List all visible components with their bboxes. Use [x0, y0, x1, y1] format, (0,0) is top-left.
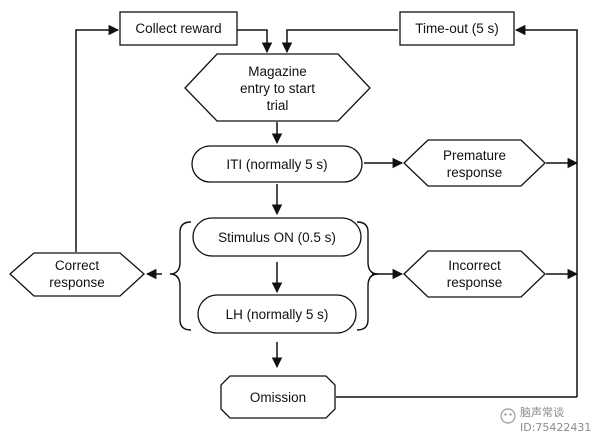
premature-response-line-2: response	[447, 165, 503, 180]
incorrect-response-line-2: response	[447, 275, 503, 290]
arrow-rail-to-timeout	[514, 24, 578, 397]
watermark-logo-icon	[500, 408, 516, 424]
magazine-entry-line-2: entry to start	[240, 81, 315, 96]
incorrect-response-line-1: Incorrect	[448, 258, 501, 273]
iti-label: ITI (normally 5 s)	[226, 157, 327, 172]
node-stimulus-on: Stimulus ON (0.5 s)	[192, 217, 362, 257]
node-omission: Omission	[220, 375, 336, 419]
watermark-title: 脑声常谈	[520, 405, 564, 419]
node-premature-response: Premature response	[403, 139, 546, 187]
right-brace	[356, 221, 379, 331]
magazine-entry-line-1: Magazine	[248, 64, 307, 79]
node-time-out: Time-out (5 s)	[399, 11, 515, 46]
stimulus-on-label: Stimulus ON (0.5 s)	[218, 230, 336, 245]
lh-label: LH (normally 5 s)	[226, 307, 329, 322]
response-window-braces	[169, 221, 379, 331]
magazine-entry-line-3: trial	[267, 98, 289, 113]
node-magazine-entry: Magazine entry to start trial	[184, 53, 371, 122]
arrow-timeout-to-magazine	[281, 29, 398, 54]
correct-response-line-1: Correct	[55, 258, 100, 273]
arrow-correct-to-reward	[75, 24, 120, 252]
watermark: 脑声常谈 ID:75422431	[500, 405, 591, 434]
correct-response-line-2: response	[49, 275, 105, 290]
time-out-label: Time-out (5 s)	[415, 21, 499, 36]
watermark-id: ID:75422431	[520, 421, 591, 434]
node-incorrect-response: Incorrect response	[403, 250, 546, 298]
node-lh: LH (normally 5 s)	[197, 294, 357, 334]
left-brace	[169, 221, 192, 331]
node-iti: ITI (normally 5 s)	[191, 145, 363, 183]
omission-label: Omission	[250, 390, 306, 405]
node-collect-reward: Collect reward	[119, 11, 238, 46]
collect-reward-label: Collect reward	[135, 21, 221, 36]
connectors	[75, 24, 579, 398]
arrow-reward-to-magazine	[237, 29, 273, 54]
premature-response-line-1: Premature	[443, 148, 506, 163]
node-correct-response: Correct response	[9, 252, 145, 297]
